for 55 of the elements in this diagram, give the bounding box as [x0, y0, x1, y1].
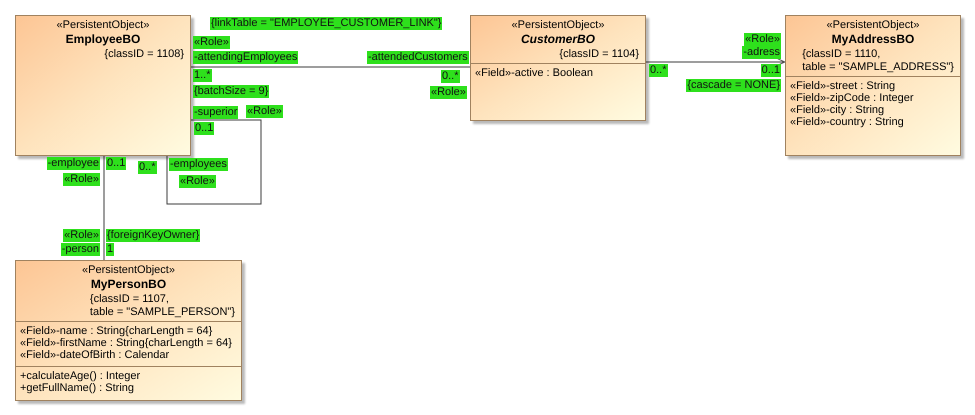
- role-name: -adress: [742, 46, 781, 59]
- operation-text: +getFullName() : String: [20, 382, 134, 394]
- stereotype-label: «PersistentObject»: [826, 19, 920, 32]
- association-line: [190, 66, 470, 68]
- stereotype-label: «Role»: [63, 229, 100, 242]
- class-box: [15, 15, 191, 156]
- stereotype-label: «Role»: [193, 36, 230, 49]
- stereotype-label: «Role»: [744, 33, 781, 46]
- role-name: -attendedCustomers: [367, 51, 469, 64]
- stereotype-label: «Role»: [63, 173, 100, 186]
- association-line: [166, 120, 262, 204]
- role-name: -attendingEmployees: [193, 51, 298, 64]
- class-name: MyPersonBO: [90, 277, 166, 292]
- class-name: MyAddressBO: [832, 32, 914, 47]
- stereotype-label: «Role»: [179, 175, 216, 188]
- multiplicity-label: 0..1: [106, 157, 126, 170]
- attribute-text: «Field»-firstName : String{charLength = 64}: [20, 337, 232, 349]
- stereotype-label: «PersistentObject»: [56, 19, 150, 32]
- association-arrow: [646, 58, 786, 66]
- multiplicity-label: 0..*: [138, 161, 157, 174]
- stereotype-label: «PersistentObject»: [82, 264, 175, 277]
- multiplicity-label: 0..*: [649, 64, 668, 77]
- tagged-value: {classID = 1104}: [559, 48, 639, 61]
- class-box: [470, 15, 646, 121]
- stereotype-label: «Role»: [430, 86, 467, 99]
- multiplicity-label: 0..1: [760, 64, 781, 77]
- attribute-text: «Field»-zipCode : Integer: [790, 92, 914, 104]
- attribute-text: «Field»-country : String: [790, 116, 904, 128]
- multiplicity-label: 0..1: [194, 122, 214, 135]
- multiplicity-label: 0..*: [441, 70, 460, 83]
- constraint-label: {linkTable = "EMPLOYEE_CUSTOMER_LINK"}: [210, 17, 442, 30]
- stereotype-label: «PersistentObject»: [512, 19, 604, 32]
- attribute-text: «Field»-city : String: [790, 104, 884, 116]
- role-name: -superior: [193, 106, 238, 119]
- operation-text: +calculateAge() : Integer: [20, 370, 140, 382]
- attribute-text: «Field»-street : String: [790, 80, 896, 92]
- multiplicity-label: 1..*: [193, 69, 212, 82]
- class-box: [15, 260, 242, 401]
- constraint-label: {batchSize = 9}: [193, 85, 270, 98]
- tagged-value: {classID = 1108}: [104, 48, 184, 61]
- attribute-text: «Field»-name : String{charLength = 64}: [20, 325, 212, 337]
- class-box: [785, 15, 961, 156]
- attribute-text: «Field»-dateOfBirth : Calendar: [20, 349, 170, 361]
- role-name: -employees: [169, 158, 228, 171]
- tagged-value: {classID = 1107, table = "SAMPLE_PERSON"}: [90, 293, 235, 319]
- tagged-value: {classID = 1110, table = "SAMPLE_ADDRESS"}: [802, 48, 954, 74]
- role-name: -person: [60, 243, 100, 256]
- class-name: CustomerBO: [520, 32, 595, 47]
- multiplicity-label: 1: [106, 243, 114, 256]
- attribute-text: «Field»-active : Boolean: [475, 67, 594, 79]
- constraint-label: {cascade = NONE}: [686, 79, 781, 92]
- stereotype-label: «Role»: [246, 105, 283, 118]
- constraint-label: {foreignKeyOwner}: [106, 229, 200, 242]
- class-name: EmployeeBO: [66, 32, 140, 47]
- role-name: -employee: [46, 157, 100, 170]
